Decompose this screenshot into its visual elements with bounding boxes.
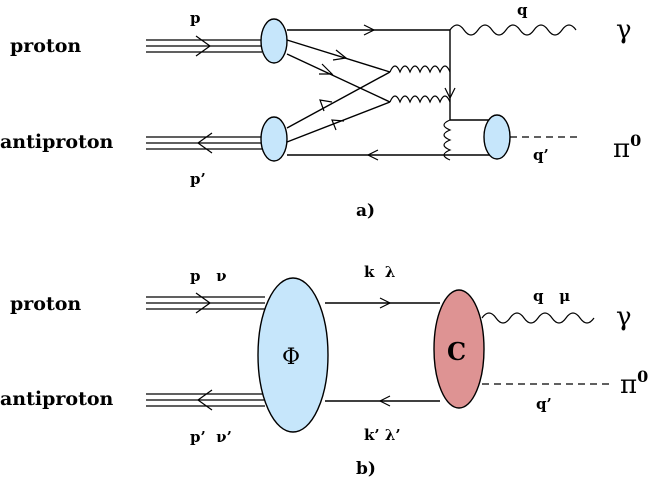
c-blob xyxy=(433,289,485,409)
proton-line-a xyxy=(146,35,262,57)
proton-blob-a xyxy=(260,18,288,64)
k-lambda-label: k λ xyxy=(364,263,395,281)
q-prime-label-a: q’ xyxy=(533,146,549,164)
quark-lines-a xyxy=(286,24,490,161)
antiproton-blob-a xyxy=(260,116,288,162)
photon-wave-a xyxy=(449,24,577,36)
antiproton-label-b: antiproton xyxy=(0,388,114,410)
phi-blob xyxy=(257,277,329,433)
pion-label-b: π0 xyxy=(620,367,648,400)
q-mu-label: q μ xyxy=(533,287,570,305)
caption-a: a) xyxy=(356,201,375,221)
proton-line-b xyxy=(146,292,265,314)
k-prime-lambda-label: k’ λ’ xyxy=(364,426,401,444)
panel-b-diagram: Φ C proton antiproton p ν p’ ν’ k λ k’ λ… xyxy=(0,263,648,479)
p-prime-label-a: p’ xyxy=(190,170,206,188)
c-label: C xyxy=(447,337,466,366)
panel-a-diagram: proton antiproton p p’ q q’ γ π0 a) xyxy=(0,1,641,221)
photon-wave-b xyxy=(481,312,595,324)
phi-label: Φ xyxy=(282,345,300,370)
q-prime-label-b: q’ xyxy=(536,395,552,413)
proton-label-b: proton xyxy=(10,293,81,315)
antiproton-line-a xyxy=(146,132,262,154)
caption-b: b) xyxy=(356,459,376,479)
pion-label-a: π0 xyxy=(613,131,641,164)
q-label-a: q xyxy=(517,1,528,19)
gamma-label-b: γ xyxy=(616,302,632,332)
antiproton-label-a: antiproton xyxy=(0,131,114,153)
gluon-lines-a xyxy=(389,65,452,161)
antiproton-line-b xyxy=(146,389,265,411)
p-label-a: p xyxy=(190,9,201,27)
p-nu-label: p ν xyxy=(190,267,227,285)
p-prime-nu-label: p’ ν’ xyxy=(190,428,232,446)
proton-label-a: proton xyxy=(10,35,81,57)
gamma-label-a: γ xyxy=(616,15,632,45)
pion-blob-a xyxy=(483,114,511,160)
